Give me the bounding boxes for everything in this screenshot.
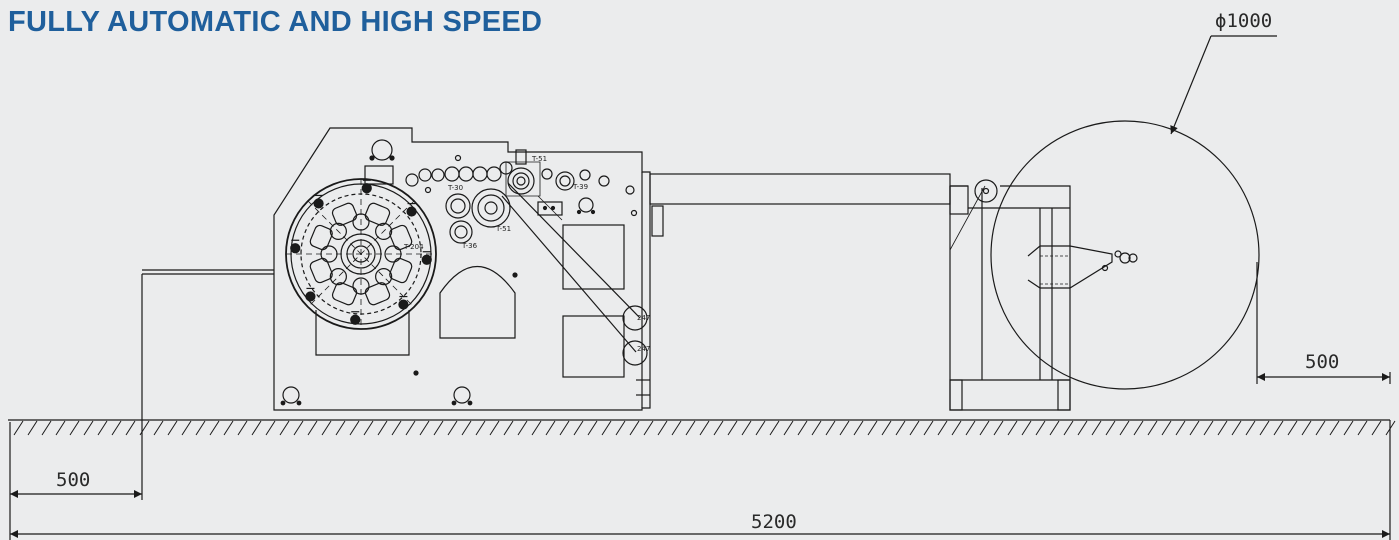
left-clearance-dimension bbox=[9, 274, 143, 540]
foot-lift-eye-mid bbox=[451, 386, 473, 406]
roller-t39 bbox=[541, 168, 635, 195]
overall-length-dimension bbox=[10, 420, 1391, 540]
winding-turret bbox=[285, 178, 437, 330]
floor-hatching bbox=[13, 420, 1396, 436]
tag-t39: T-39 bbox=[572, 183, 588, 191]
guide-roller-row bbox=[364, 154, 513, 194]
roller-t51-mid bbox=[471, 188, 511, 228]
cutter-unit bbox=[537, 195, 563, 221]
roller-t30 bbox=[445, 193, 471, 219]
unwind-stand-frame bbox=[949, 185, 1071, 411]
roll-chuck-arm bbox=[1027, 245, 1138, 289]
roller-247-upper bbox=[622, 305, 648, 331]
access-arch bbox=[439, 266, 516, 339]
page-title: FULLY AUTOMATIC AND HIGH SPEED bbox=[8, 6, 543, 38]
tag-t204: T-204 bbox=[403, 243, 424, 251]
right-clearance-dimension bbox=[1256, 262, 1391, 384]
bridge-beam bbox=[649, 173, 951, 237]
lower-motor-box bbox=[315, 310, 410, 356]
web-path-diagonal bbox=[501, 182, 641, 353]
control-panel-lower bbox=[562, 315, 625, 378]
tag-t36: T-36 bbox=[461, 242, 478, 250]
left-clearance-label: 500 bbox=[56, 469, 90, 491]
tag-247-lower: 247 bbox=[637, 345, 650, 353]
roll-diameter-label: ϕ1000 bbox=[1215, 10, 1272, 32]
top-lift-eye bbox=[369, 139, 395, 161]
roller-247-lower bbox=[622, 340, 648, 366]
overall-length-label: 5200 bbox=[751, 511, 797, 533]
main-machine-body bbox=[273, 127, 651, 411]
tag-t51-mid: T-51 bbox=[495, 225, 511, 233]
control-panel-upper bbox=[562, 224, 625, 290]
tag-t30: T-30 bbox=[447, 184, 463, 192]
roller-t51-top bbox=[505, 149, 541, 197]
roller-t36 bbox=[449, 220, 473, 244]
right-clearance-label: 500 bbox=[1305, 351, 1339, 373]
feed-web-strip bbox=[142, 269, 274, 275]
diameter-leader bbox=[1170, 35, 1277, 135]
foot-lift-eye-left bbox=[280, 386, 302, 406]
parent-roll bbox=[990, 120, 1260, 390]
unwind-pivot bbox=[974, 179, 998, 203]
tag-t51-top: T-51 bbox=[531, 155, 547, 163]
small-fixtures bbox=[413, 197, 638, 376]
tag-247-upper: 247 bbox=[637, 314, 650, 322]
